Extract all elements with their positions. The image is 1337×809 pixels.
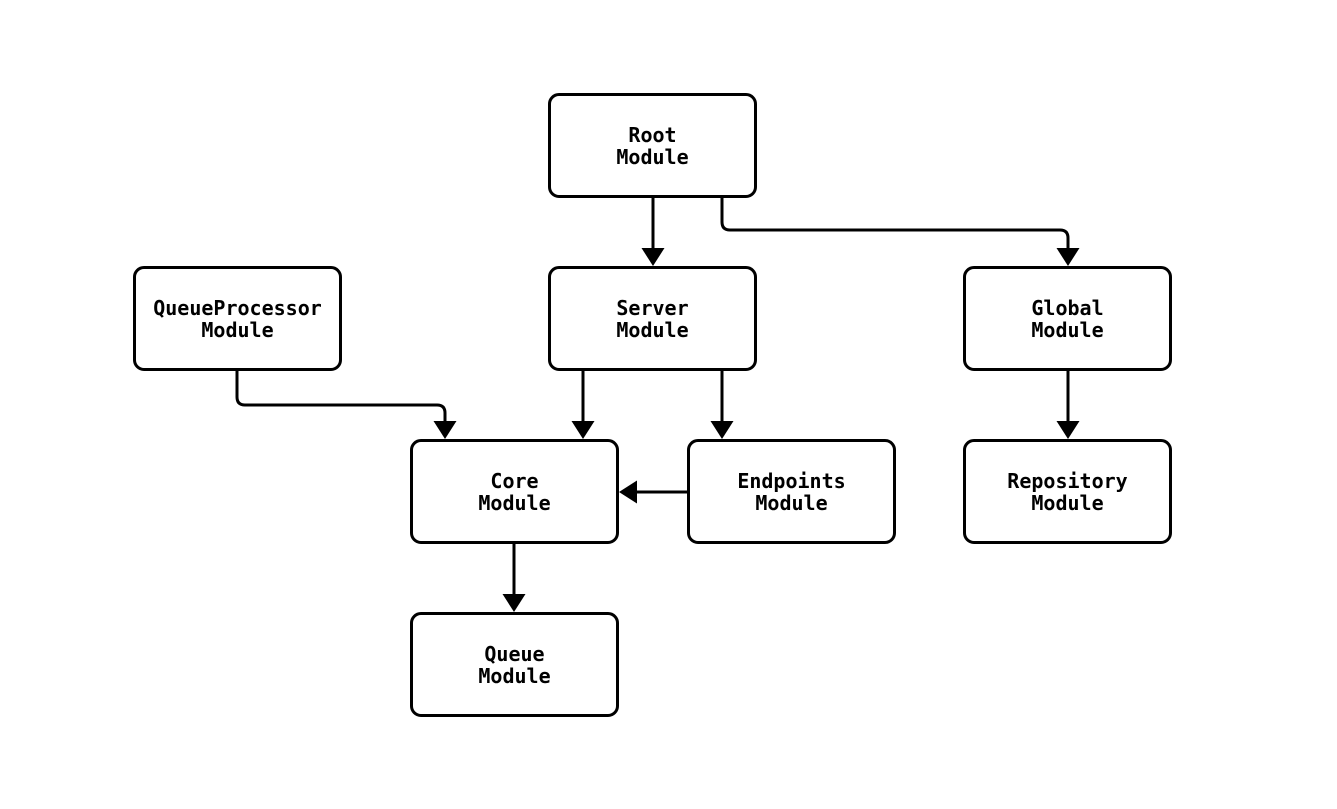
arrowhead-icon (433, 421, 457, 439)
edge-root-to-server (641, 197, 665, 266)
node-root-module-label: Root Module (616, 122, 689, 169)
arrowhead-icon (502, 594, 526, 612)
node-global-module: Global Module (963, 266, 1172, 371)
node-repository-module: Repository Module (963, 439, 1172, 544)
edge-endpoints-to-core (619, 480, 687, 504)
arrowhead-icon (1056, 421, 1080, 439)
edge-server-to-endpoints (710, 371, 734, 439)
node-queue-module-label: Queue Module (478, 641, 551, 688)
node-global-module-label: Global Module (1031, 295, 1104, 342)
node-server-module-label: Server Module (616, 295, 689, 342)
node-queue-module: Queue Module (410, 612, 619, 717)
node-endpoints-module: Endpoints Module (687, 439, 896, 544)
node-queueprocessor-module: QueueProcessor Module (133, 266, 342, 371)
edge-core-to-queue (502, 544, 526, 612)
arrowhead-icon (1056, 248, 1080, 266)
edge-global-to-repository (1056, 371, 1080, 439)
node-root-module: Root Module (548, 93, 757, 198)
edge-server-to-core (571, 371, 595, 439)
node-queueprocessor-module-label: QueueProcessor Module (153, 295, 322, 342)
edge-queueprocessor-to-core (235, 371, 457, 439)
arrowhead-icon (571, 421, 595, 439)
arrowhead-icon (619, 480, 637, 504)
node-core-module: Core Module (410, 439, 619, 544)
arrowhead-icon (710, 421, 734, 439)
node-server-module: Server Module (548, 266, 757, 371)
node-repository-module-label: Repository Module (1007, 468, 1128, 515)
arrowhead-icon (641, 248, 665, 266)
node-endpoints-module-label: Endpoints Module (737, 468, 846, 515)
node-core-module-label: Core Module (478, 468, 551, 515)
edge-root-to-global (720, 197, 1080, 266)
